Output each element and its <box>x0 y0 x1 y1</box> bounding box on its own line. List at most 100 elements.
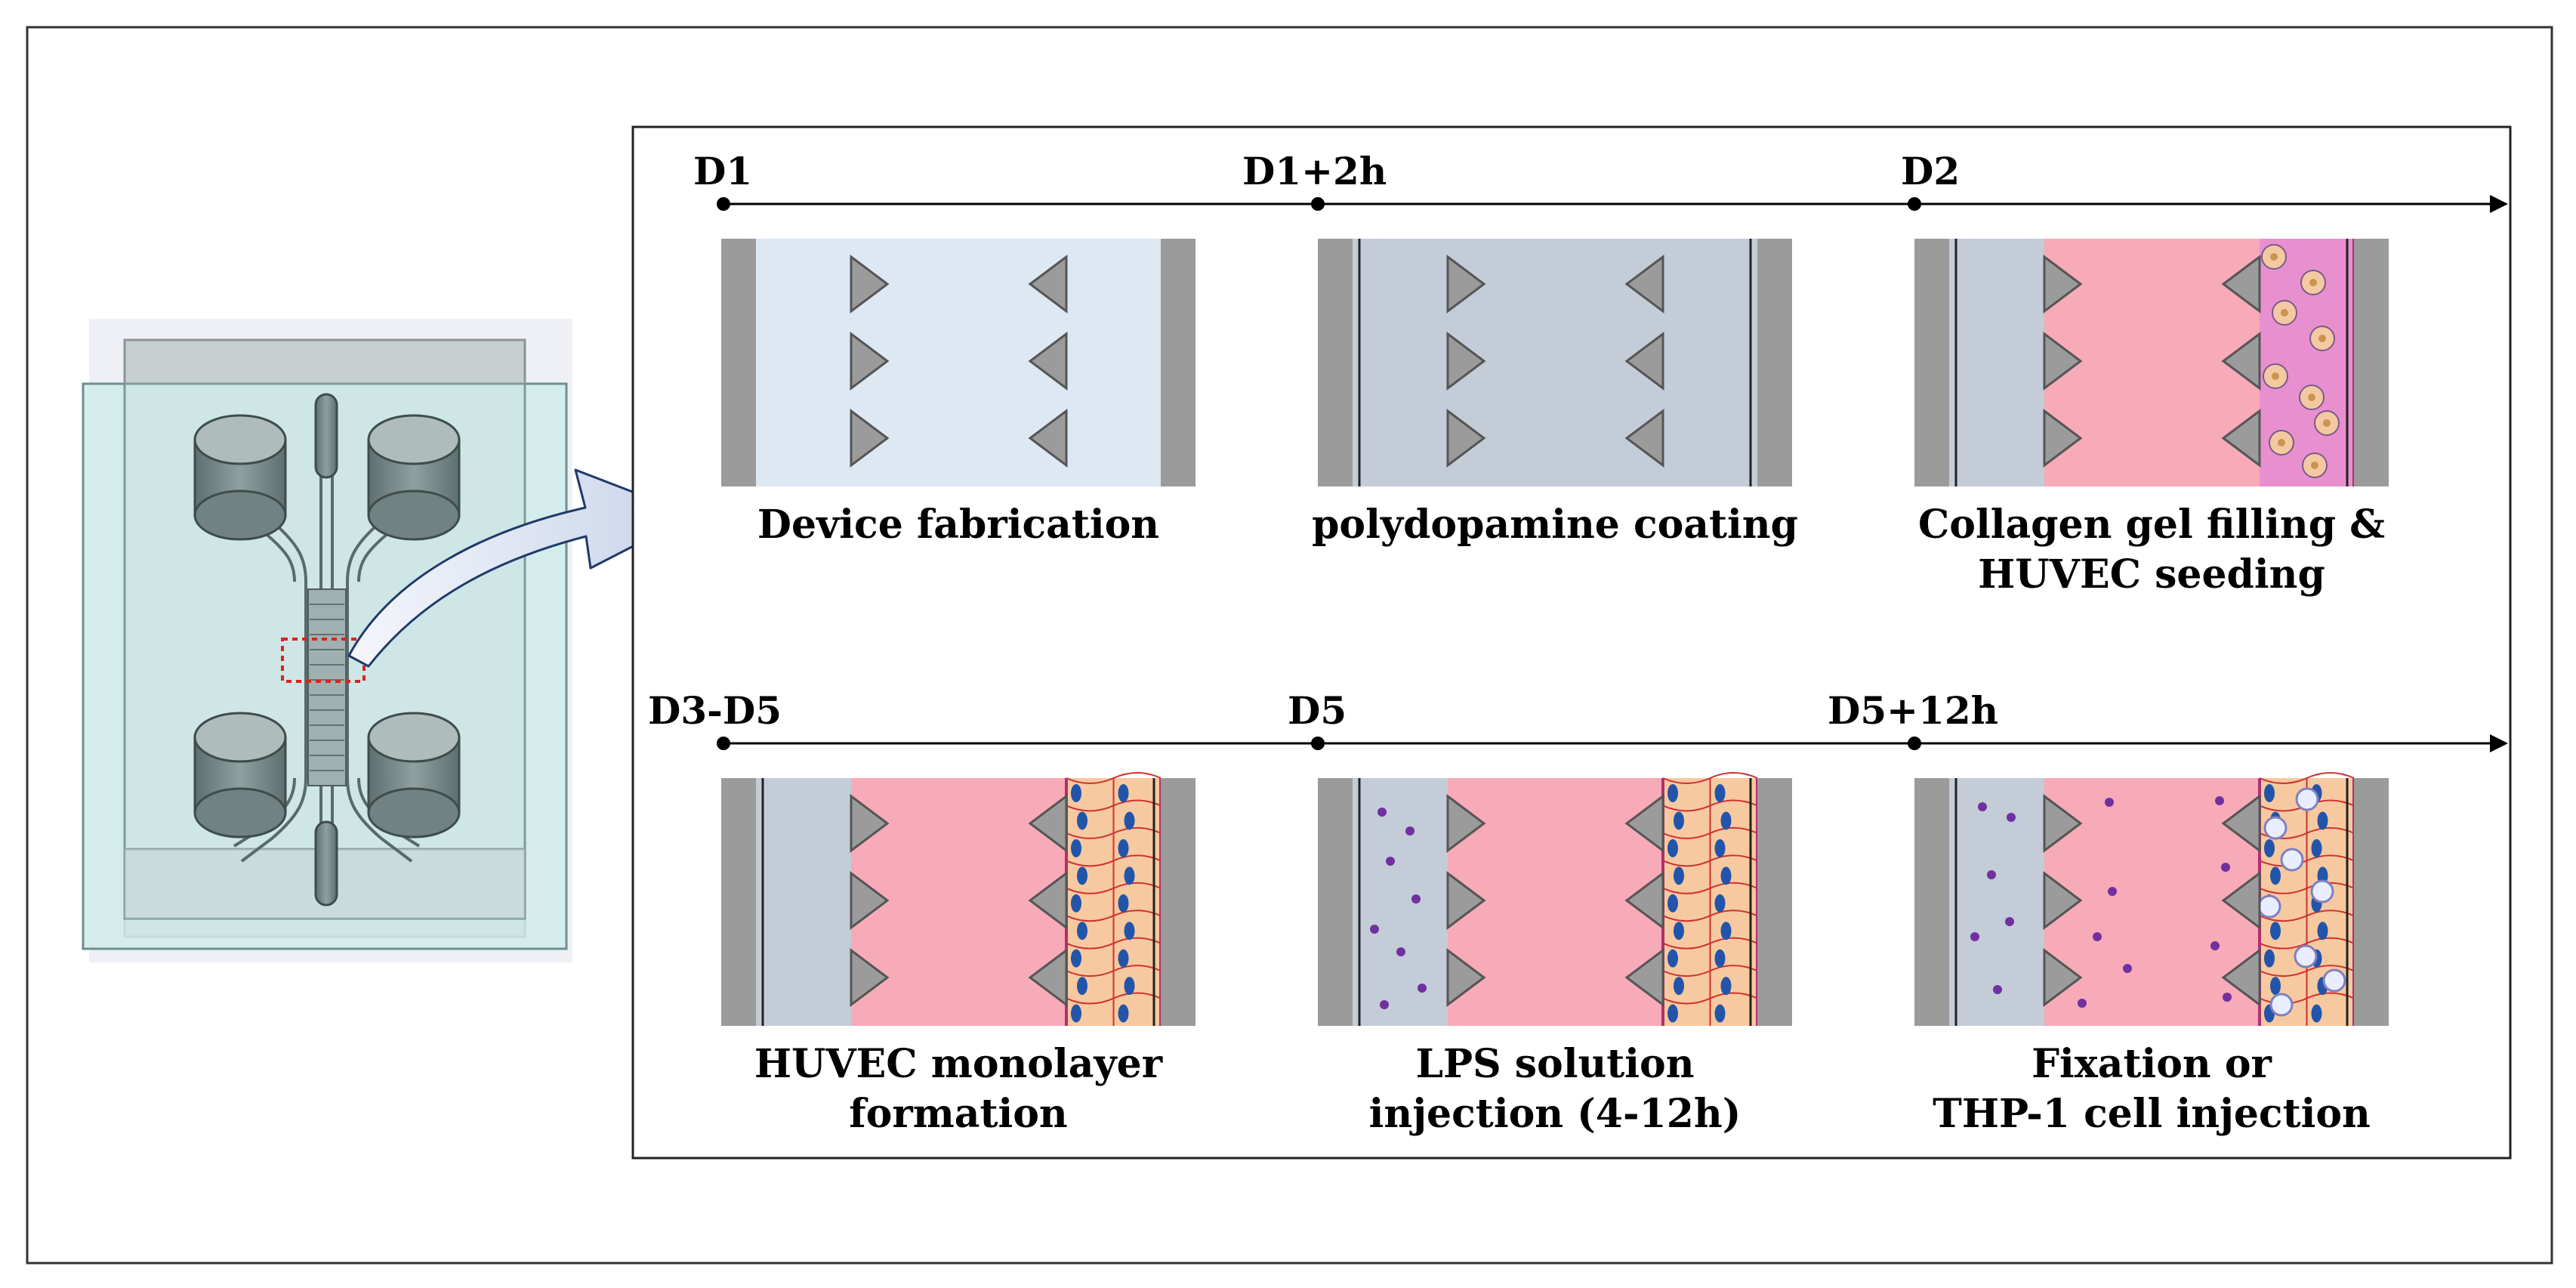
post-right-tooth <box>1624 871 1664 930</box>
step-caption: injection (4-12h) <box>1369 1091 1741 1137</box>
post-right-tooth <box>1624 332 1664 391</box>
post-right-tooth <box>1624 948 1664 1007</box>
endothelial-nucleus <box>1674 922 1684 941</box>
post-left-tooth <box>1446 332 1486 391</box>
huvec-nucleus <box>2323 419 2331 427</box>
post-right-tooth <box>2221 871 2261 930</box>
thp1-cell <box>2269 993 2294 1017</box>
step-caption: Device fabrication <box>757 502 1159 548</box>
endothelial-nucleus <box>1714 1004 1726 1023</box>
chamber-background <box>1353 239 1757 486</box>
post-right-tooth <box>2221 409 2261 468</box>
endothelial-nucleus <box>2317 811 2328 830</box>
reservoir-top-right <box>367 414 461 541</box>
step-caption: Fixation or <box>2031 1041 2272 1087</box>
post-left-tooth <box>2043 255 2083 314</box>
right-device-wall <box>1757 239 1792 486</box>
step-caption: THP-1 cell injection <box>1933 1091 2371 1137</box>
endothelial-nucleus <box>1714 839 1726 857</box>
lps-particle <box>1386 857 1395 866</box>
lps-particle <box>2007 813 2016 822</box>
endothelial-nucleus <box>2311 1004 2322 1023</box>
endothelial-nucleus <box>1118 784 1129 802</box>
lps-particle <box>1993 985 2002 994</box>
huvec-nucleus <box>2318 335 2326 342</box>
lps-particle <box>1411 894 1421 903</box>
endothelial-nucleus <box>1124 977 1135 996</box>
huvec-nucleus <box>2308 394 2315 401</box>
post-left-tooth <box>2043 332 2083 391</box>
timeline-marker-label: D3-D5 <box>648 688 782 733</box>
step-panel-fabrication: Device fabrication <box>721 239 1195 548</box>
lps-particle <box>1978 802 1987 811</box>
right-device-wall <box>2354 239 2389 486</box>
endothelial-nucleus <box>1674 811 1684 830</box>
post-right-tooth <box>2221 255 2261 314</box>
thp1-cell <box>2294 944 2318 968</box>
right-device-wall <box>1161 778 1195 1026</box>
endothelial-nucleus <box>1071 784 1081 802</box>
endothelial-nucleus <box>1071 839 1081 857</box>
post-left-tooth <box>850 409 890 468</box>
post-left-tooth <box>2043 871 2083 930</box>
endothelial-nucleus <box>2264 784 2275 802</box>
endothelial-nucleus <box>1720 977 1732 996</box>
post-right-tooth <box>2221 332 2261 391</box>
timeline-marker-dot <box>1311 197 1325 211</box>
endothelial-nucleus <box>1714 784 1726 802</box>
lps-particle <box>1987 870 1996 879</box>
endothelial-nucleus <box>1124 922 1135 941</box>
post-left-tooth <box>850 871 890 930</box>
endothelial-nucleus <box>2270 922 2281 941</box>
thp1-cell <box>2310 879 2334 903</box>
timeline-marker-dot <box>1908 737 1921 750</box>
endothelial-nucleus <box>1720 922 1732 941</box>
post-left-tooth <box>2043 948 2083 1007</box>
step-caption: formation <box>849 1091 1067 1137</box>
left-device-wall <box>1914 239 1949 486</box>
lps-particle <box>2215 796 2224 805</box>
post-left-tooth <box>1446 409 1486 468</box>
reservoir-top-left <box>193 414 287 541</box>
huvec-nucleus <box>2309 279 2317 286</box>
step-panel-gel_seeding: Collagen gel filling &HUVEC seeding <box>1914 239 2389 598</box>
timeline-marker-dot <box>717 737 730 750</box>
timeline-marker-label: D5+12h <box>1828 688 1998 733</box>
endothelial-nucleus <box>1674 866 1684 885</box>
post-left-tooth <box>1446 948 1486 1007</box>
endothelial-nucleus <box>1714 894 1726 913</box>
endothelial-nucleus <box>1667 894 1678 913</box>
thp1-cell <box>2263 816 2288 840</box>
post-left-tooth <box>2043 794 2083 853</box>
step-caption: polydopamine coating <box>1312 502 1798 548</box>
post-right-tooth <box>2221 948 2261 1007</box>
thp1-cell <box>2295 787 2319 811</box>
left-device-wall <box>721 778 756 1026</box>
huvec-nucleus <box>2278 439 2285 446</box>
lps-particle <box>2078 999 2087 1008</box>
thp1-cell <box>2322 968 2346 993</box>
timeline-marker-label: D2 <box>1901 149 1960 193</box>
lps-particle <box>2105 798 2114 807</box>
gel-inlet-port <box>314 393 338 479</box>
post-right-tooth <box>1028 332 1068 391</box>
endothelial-nucleus <box>1667 1004 1678 1023</box>
lps-particle <box>2108 887 2117 896</box>
lps-particle <box>1405 826 1414 836</box>
step-caption: LPS solution <box>1415 1041 1694 1087</box>
post-right-tooth <box>2221 794 2261 853</box>
microfluidic-device-illustration <box>82 319 572 962</box>
endothelial-nucleus <box>2270 977 2281 996</box>
endothelial-nucleus <box>1674 977 1684 996</box>
endothelial-nucleus <box>1071 949 1081 968</box>
timeline-marker-label: D5 <box>1288 688 1347 733</box>
thp1-cell <box>2280 848 2304 872</box>
endothelial-nucleus <box>1077 977 1087 996</box>
endothelial-nucleus <box>1077 811 1087 830</box>
endothelial-nucleus <box>1720 866 1732 885</box>
endothelial-nucleus <box>1077 922 1087 941</box>
